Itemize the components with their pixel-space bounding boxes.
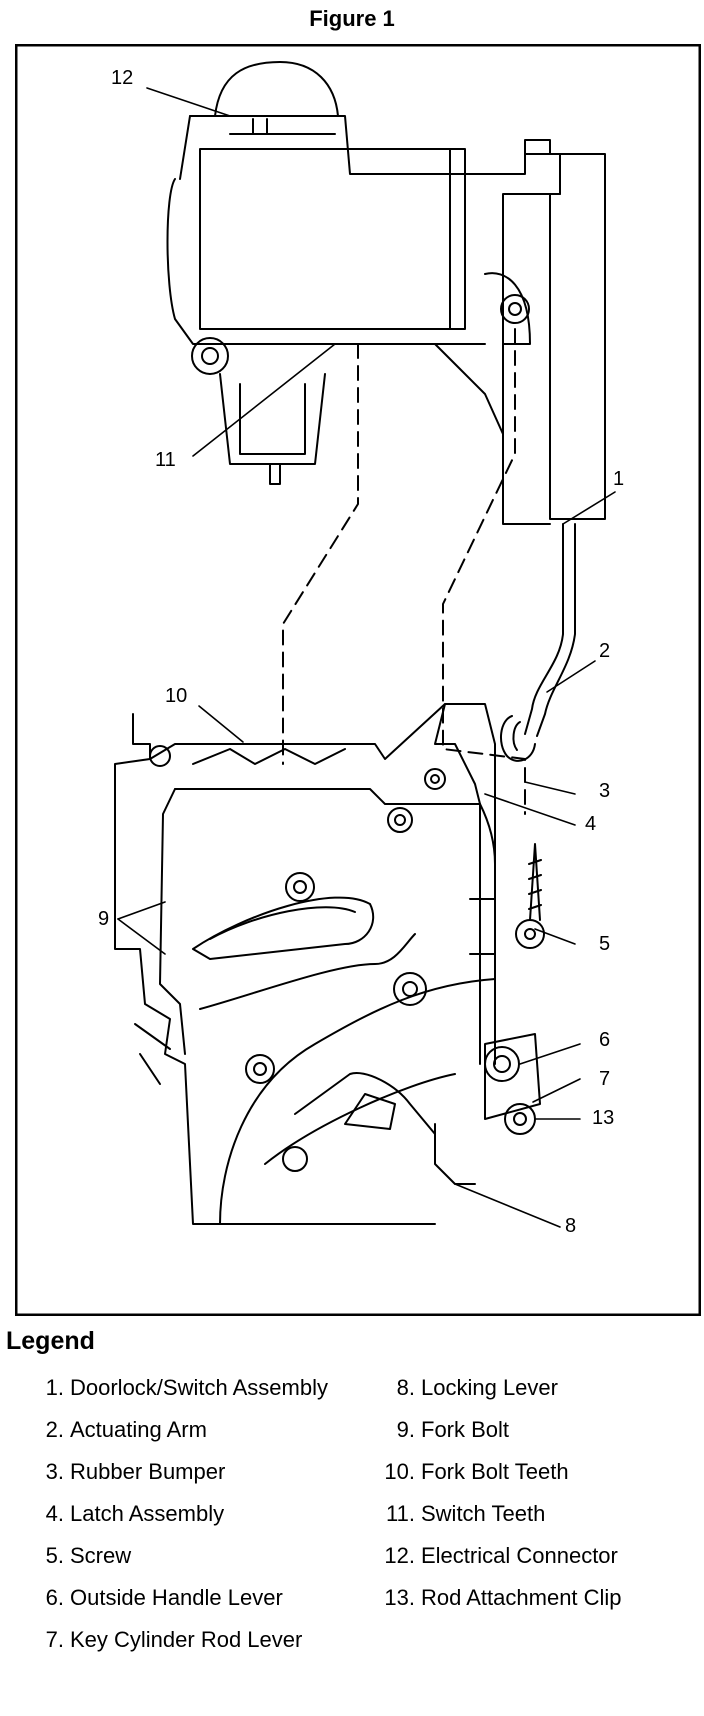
- legend-item-text: Doorlock/Switch Assembly: [70, 1375, 328, 1400]
- legend-item-text: Outside Handle Lever: [70, 1585, 283, 1610]
- legend-item-number: 13.: [384, 1585, 415, 1610]
- legend-item: 10. Fork Bolt Teeth: [368, 1458, 698, 1486]
- legend-item-number: 1.: [45, 1375, 64, 1400]
- legend-item-number: 4.: [45, 1501, 64, 1526]
- callout-6: 6: [599, 1029, 611, 1051]
- legend-item: 13. Rod Attachment Clip: [368, 1584, 698, 1612]
- callout-1: 1: [613, 468, 625, 490]
- legend-item-number: 3.: [45, 1459, 64, 1484]
- legend-item: 2. Actuating Arm: [30, 1416, 360, 1444]
- legend-item-number: 12.: [384, 1543, 415, 1568]
- legend-item-text: Switch Teeth: [421, 1501, 546, 1526]
- callout-3: 3: [599, 780, 611, 802]
- callout-7: 7: [599, 1068, 611, 1090]
- callout-5: 5: [599, 933, 611, 955]
- callout-10: 10: [165, 685, 188, 707]
- legend-item: 1. Doorlock/Switch Assembly: [30, 1374, 360, 1402]
- figure-title: Figure 1: [309, 6, 395, 31]
- leader-lines: [117, 87, 616, 1228]
- legend-item: 4. Latch Assembly: [30, 1500, 360, 1528]
- callout-9: 9: [98, 908, 110, 930]
- legend-item: 11. Switch Teeth: [368, 1500, 698, 1528]
- legend-column-right: 8. Locking Lever 9. Fork Bolt 10. Fork B…: [368, 1374, 698, 1626]
- legend-item-number: 9.: [396, 1417, 415, 1442]
- callout-13: 13: [592, 1107, 615, 1129]
- legend-item: 3. Rubber Bumper: [30, 1458, 360, 1486]
- frame-border: [15, 44, 701, 1316]
- legend-item: 8. Locking Lever: [368, 1374, 698, 1402]
- legend-item: 7. Key Cylinder Rod Lever: [30, 1626, 360, 1654]
- legend-item-text: Latch Assembly: [70, 1501, 225, 1526]
- legend-item: 6. Outside Handle Lever: [30, 1584, 360, 1612]
- callout-2: 2: [599, 640, 611, 662]
- alignment-lines: [282, 328, 526, 815]
- legend-column-left: 1. Doorlock/Switch Assembly 2. Actuating…: [30, 1374, 360, 1668]
- legend-item-text: Key Cylinder Rod Lever: [70, 1627, 303, 1652]
- doorlock-diagram: [15, 44, 701, 1316]
- screw-drawing: [515, 843, 545, 949]
- legend-item-text: Fork Bolt: [421, 1417, 510, 1442]
- legend-item-text: Rubber Bumper: [70, 1459, 226, 1484]
- legend-item-text: Locking Lever: [421, 1375, 558, 1400]
- legend-item-text: Actuating Arm: [70, 1417, 207, 1442]
- legend-item: 5. Screw: [30, 1542, 360, 1570]
- legend-item-text: Electrical Connector: [421, 1543, 618, 1568]
- callout-4: 4: [585, 813, 597, 835]
- legend-item-number: 10.: [384, 1459, 415, 1484]
- legend-item-text: Rod Attachment Clip: [421, 1585, 622, 1610]
- latch-assembly-drawing: [114, 703, 541, 1225]
- legend-item-text: Fork Bolt Teeth: [421, 1459, 569, 1484]
- callout-11: 11: [155, 449, 176, 471]
- legend-item-number: 2.: [45, 1417, 64, 1442]
- legend-item-number: 8.: [396, 1375, 415, 1400]
- figure-frame: 12 11 1 2 10 3 4 9 5 6 7 13 8: [15, 44, 701, 1316]
- legend-item-number: 11.: [386, 1501, 415, 1526]
- legend-item-number: 6.: [45, 1585, 64, 1610]
- callout-12: 12: [111, 67, 134, 89]
- legend-item-number: 5.: [45, 1543, 64, 1568]
- legend-item-number: 7.: [45, 1627, 64, 1652]
- legend-item: 12. Electrical Connector: [368, 1542, 698, 1570]
- legend-item: 9. Fork Bolt: [368, 1416, 698, 1444]
- actuating-arm-drawing: [500, 523, 576, 762]
- legend-heading: Legend: [6, 1327, 95, 1355]
- legend-item-text: Screw: [70, 1543, 132, 1568]
- callout-8: 8: [565, 1215, 577, 1237]
- doorlock-switch-assembly-drawing: [166, 61, 606, 525]
